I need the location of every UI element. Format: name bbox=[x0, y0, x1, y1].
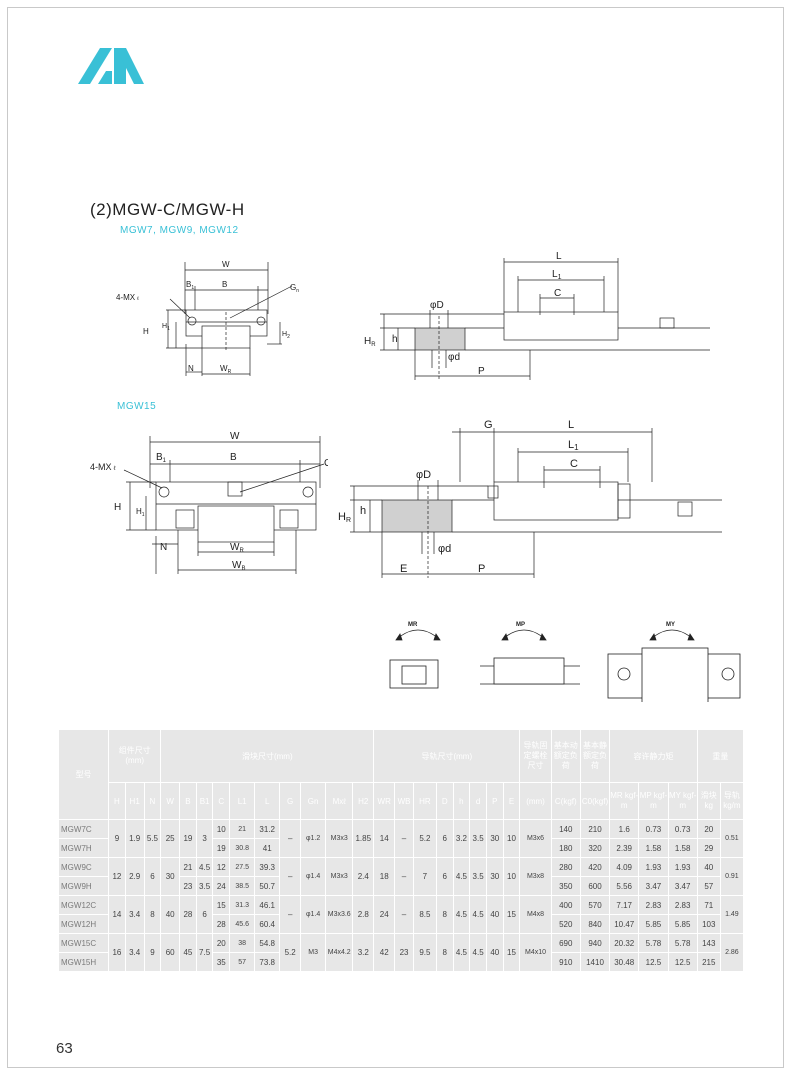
th-col: D bbox=[435, 782, 454, 820]
th-col: MR kgf-m bbox=[609, 782, 640, 820]
dim-large-W: W bbox=[230, 431, 240, 442]
drawing-small-side: L L1 C φD φd P HR h bbox=[364, 251, 710, 380]
th-col: 滑块 kg bbox=[696, 782, 721, 820]
dim-small-H: H bbox=[143, 327, 149, 336]
th-col: h bbox=[452, 782, 471, 820]
table-row: MGW7C 9 1.9 5.5 25 19 3 10 21 31.2 – φ1.… bbox=[57, 819, 745, 858]
dim-small-B1: B1 bbox=[186, 280, 194, 291]
dim-large-side-C: C bbox=[570, 458, 578, 470]
dim-small-WR: WR bbox=[220, 364, 232, 375]
table-row: MGW9H 23 3.5 24 38.5 50.7 350 600 5.56 3… bbox=[57, 876, 744, 896]
dim-side-L1: L1 bbox=[552, 269, 562, 281]
th-bolt: 导轨固定螺栓尺寸 bbox=[519, 729, 552, 783]
company-logo bbox=[78, 48, 144, 84]
dim-large-side-L1: L1 bbox=[568, 439, 579, 452]
dim-large-WB: WB bbox=[232, 560, 245, 572]
th-col: L1 bbox=[229, 782, 256, 820]
th-col: d bbox=[469, 782, 487, 820]
page-title: (2)MGW-C/MGW-H bbox=[90, 200, 245, 219]
th-col: B1 bbox=[195, 782, 214, 820]
dim-side-h: h bbox=[392, 334, 398, 345]
th-col: L bbox=[254, 782, 281, 820]
table-row: MGW7H 19 30.8 41 180 320 2.39 1.58 1.58 … bbox=[57, 838, 744, 858]
dim-large-side-E: E bbox=[400, 563, 407, 575]
dim-side-d: φd bbox=[448, 352, 460, 363]
dim-large-side-D: φD bbox=[416, 469, 431, 481]
th-col: C(kgf) bbox=[550, 782, 581, 820]
th-rail: 导轨尺寸(mm) bbox=[373, 729, 521, 783]
moment-diagrams: MR MP MY bbox=[389, 622, 741, 702]
drawing-large-section: W B1 B Gn 4-MXℓ H H1 N WR WB bbox=[90, 431, 328, 574]
th-block: 滑块尺寸(mm) bbox=[160, 729, 375, 783]
moment-mp-label: MP bbox=[516, 622, 525, 628]
dim-side-C: C bbox=[554, 288, 561, 299]
th-assembly: 组件尺寸 (mm) bbox=[108, 729, 162, 783]
th-col: N bbox=[143, 782, 162, 820]
th-col: MY kgf-m bbox=[667, 782, 698, 820]
dim-small-Gn: Gn bbox=[290, 283, 299, 294]
th-col: (mm) bbox=[519, 782, 552, 820]
th-col: Gn bbox=[300, 782, 327, 820]
th-col: C bbox=[212, 782, 231, 820]
th-moment: 容许静力矩 bbox=[609, 729, 698, 783]
th-col: H bbox=[108, 782, 126, 820]
dim-large-B: B bbox=[230, 452, 237, 463]
dim-small-N: N bbox=[188, 364, 194, 373]
th-col: 导轨 kg/m bbox=[719, 782, 745, 820]
dim-small-H1: H1 bbox=[162, 323, 170, 332]
dim-large-Gn: Gn bbox=[324, 458, 328, 469]
page-number: 63 bbox=[56, 1040, 73, 1057]
subtitle-large-size: MGW15 bbox=[117, 401, 157, 412]
th-dynamic: 基本动额定负荷 bbox=[550, 729, 581, 783]
th-col: MP kgf-m bbox=[638, 782, 669, 820]
th-col: HR bbox=[412, 782, 437, 820]
table-row: MGW15H 35 57 73.8 910 1410 30.48 12.5 12… bbox=[57, 952, 744, 972]
th-col: G bbox=[279, 782, 302, 820]
moment-mr-label: MR bbox=[408, 622, 418, 628]
dim-side-L: L bbox=[556, 251, 562, 262]
dim-large-B1: B1 bbox=[156, 452, 167, 464]
dim-large-side-HR: HR bbox=[338, 511, 351, 524]
dim-large-H1: H1 bbox=[136, 507, 145, 518]
th-col: H2 bbox=[352, 782, 375, 820]
drawing-large-side: L G L1 C φD φd E P HR h bbox=[338, 419, 722, 578]
spec-table: 型号 组件尺寸 (mm) 滑块尺寸(mm) 导轨尺寸(mm) 导轨固定螺栓尺寸 … bbox=[57, 729, 745, 972]
dim-large-side-P: P bbox=[478, 563, 485, 575]
dim-small-B: B bbox=[222, 280, 227, 289]
th-weight: 重量 bbox=[696, 729, 745, 783]
th-col: B bbox=[179, 782, 197, 820]
dim-small-W: W bbox=[222, 260, 230, 269]
dim-side-P: P bbox=[478, 366, 485, 377]
dim-side-D: φD bbox=[430, 300, 444, 311]
th-model: 型号 bbox=[57, 729, 110, 820]
th-static: 基本静额定负荷 bbox=[579, 729, 611, 783]
page-frame bbox=[7, 7, 784, 1068]
th-col: Mxℓ bbox=[325, 782, 354, 820]
dim-large-N: N bbox=[160, 542, 167, 553]
dim-large-H: H bbox=[114, 502, 121, 513]
table-row: MGW15C 16 3.4 9 60 45 7.5 20 38 54.8 5.2… bbox=[57, 933, 745, 972]
subtitle-small-sizes: MGW7, MGW9, MGW12 bbox=[120, 225, 239, 236]
table-row: MGW9C 12 2.9 6 30 21 4.5 12 27.5 39.3 – … bbox=[57, 857, 745, 896]
th-col: P bbox=[485, 782, 504, 820]
dim-large-side-d: φd bbox=[438, 543, 451, 555]
dim-large-WR: WR bbox=[230, 542, 244, 554]
table-row: MGW12C 14 3.4 8 40 28 6 15 31.3 46.1 – φ… bbox=[57, 895, 745, 934]
dim-side-HR: HR bbox=[364, 336, 376, 348]
th-col: E bbox=[502, 782, 521, 820]
th-col: WB bbox=[394, 782, 414, 820]
th-col: WR bbox=[373, 782, 396, 820]
table-row: MGW12H 28 45.6 60.4 520 840 10.47 5.85 5… bbox=[57, 914, 744, 934]
th-col: H1 bbox=[124, 782, 145, 820]
dim-small-H2: H2 bbox=[282, 331, 290, 340]
moment-my-label: MY bbox=[666, 622, 675, 628]
th-col: C0(kgf) bbox=[579, 782, 611, 820]
th-col: W bbox=[160, 782, 181, 820]
dim-large-side-G: G bbox=[484, 419, 493, 431]
dim-large-side-L: L bbox=[568, 419, 574, 431]
dim-large-side-h: h bbox=[360, 505, 366, 517]
